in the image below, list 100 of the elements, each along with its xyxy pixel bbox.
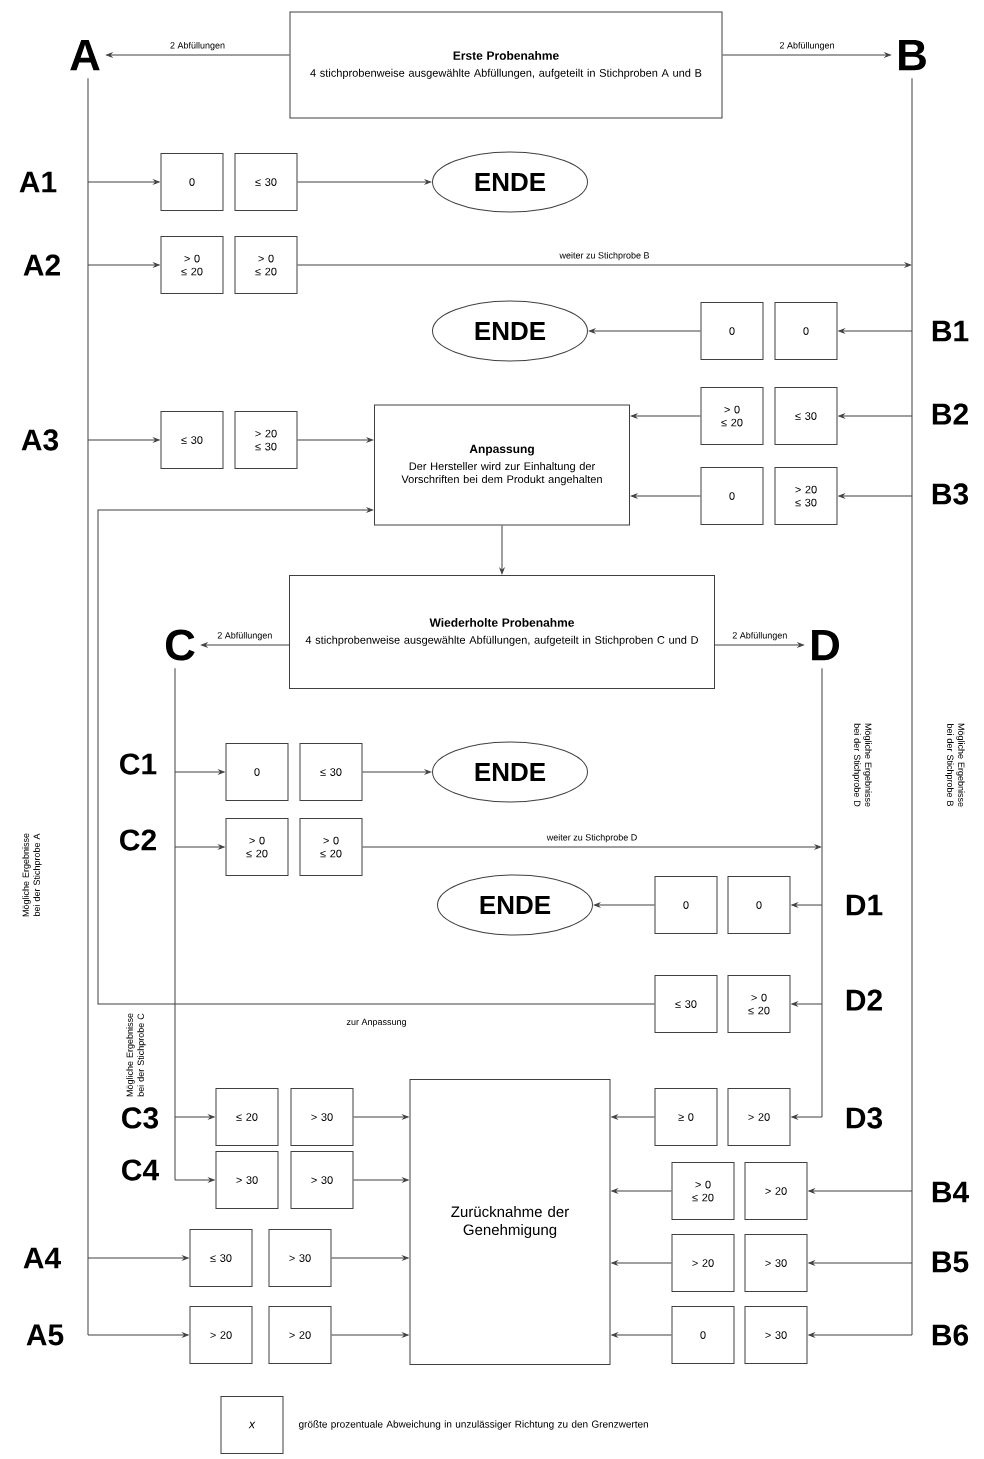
value-box: > 20 — [744, 1162, 808, 1220]
value-box: > 0 ≤ 20 — [671, 1162, 735, 1220]
arrow — [611, 1260, 672, 1266]
value-box: > 30 — [215, 1151, 279, 1209]
row-label: A4 — [23, 1247, 61, 1269]
row-label: B3 — [932, 483, 969, 505]
row-label: A5 — [26, 1324, 64, 1346]
arrow — [97, 507, 655, 1005]
arrow — [174, 1177, 215, 1183]
value-box: > 20 — [268, 1306, 332, 1364]
value-box: ≤ 30 — [189, 1229, 253, 1287]
value-box: > 30 — [744, 1306, 808, 1364]
arrow — [791, 902, 823, 908]
row-label: D2 — [846, 989, 882, 1011]
arrow — [838, 328, 913, 334]
arrow — [611, 1188, 672, 1194]
arrow — [593, 902, 655, 908]
arrow — [87, 179, 160, 185]
edge-label: zur Anpassung — [345, 1017, 408, 1029]
row-label: B2 — [932, 403, 968, 425]
value-box: > 0 ≤ 20 — [299, 818, 363, 876]
value-box: > 0 ≤ 20 — [727, 975, 791, 1033]
row-label: C2 — [120, 829, 156, 851]
value-box: 0 — [774, 302, 838, 360]
value-box: 0 — [727, 876, 791, 934]
arrow — [611, 1114, 655, 1120]
arrow — [362, 844, 822, 850]
arrow — [331, 1332, 409, 1338]
vertical-note: Mögliche Ergebnisse bei der Stichprobe B — [945, 723, 965, 807]
arrow — [722, 52, 891, 58]
arrow — [588, 328, 701, 334]
process-box: Anpassung Der Hersteller wird zur Einhaltung der Vorschriften bei dem Produkt angehalten — [374, 404, 630, 526]
arrow — [174, 1114, 215, 1120]
value-box: 0 — [225, 743, 289, 801]
value-box: > 0 ≤ 20 — [225, 818, 289, 876]
value-box: ≤ 30 — [234, 153, 298, 211]
edge-label: weiter zu Stichprobe B — [558, 250, 651, 262]
sample-letter: C — [165, 629, 195, 661]
row-label: B1 — [932, 320, 969, 342]
process-box: Zurücknahme der Genehmigung — [409, 1079, 611, 1365]
value-box: > 30 — [268, 1229, 332, 1287]
edge-label: 2 Abfüllungen — [730, 630, 789, 642]
process-box: Erste Probenahme 4 stichprobenweise ausgewählte Abfüllungen, aufgeteilt in Stichproben A und B — [289, 11, 723, 119]
arrow — [630, 413, 701, 419]
value-box: ≤ 30 — [654, 975, 718, 1033]
value-box: > 20 ≤ 30 — [774, 467, 838, 525]
value-box: > 0 ≤ 20 — [234, 236, 298, 294]
value-box: 0 — [160, 153, 224, 211]
value-box: > 30 — [290, 1151, 354, 1209]
arrow — [808, 1260, 913, 1266]
arrow — [791, 1114, 823, 1120]
value-box: ≤ 20 — [215, 1088, 279, 1146]
edge-label: 2 Abfüllungen — [215, 630, 274, 642]
row-label: D1 — [846, 894, 883, 916]
row-label: A3 — [21, 429, 59, 451]
row-label: C3 — [122, 1107, 159, 1129]
row-label: D3 — [846, 1107, 883, 1129]
sample-letter: D — [812, 629, 840, 661]
value-box: > 30 — [744, 1234, 808, 1292]
value-box: > 20 — [189, 1306, 253, 1364]
edge-label: 2 Abfüllungen — [778, 40, 836, 52]
value-box: 0 — [654, 876, 718, 934]
arrow — [106, 52, 290, 58]
arrow — [353, 1114, 409, 1120]
arrow — [297, 179, 432, 185]
arrow — [630, 493, 701, 499]
edge-label: 2 Abfüllungen — [168, 40, 227, 52]
value-box: 0 — [700, 302, 764, 360]
arrow — [87, 1332, 189, 1338]
value-box: > 0 ≤ 20 — [160, 236, 224, 294]
arrow — [838, 413, 913, 419]
sample-letter: A — [70, 39, 100, 71]
value-box: ≥ 0 — [654, 1088, 718, 1146]
vertical-note: Mögliche Ergebnisse bei der Stichprobe C — [126, 1013, 146, 1097]
arrow — [838, 493, 913, 499]
value-box: 0 — [671, 1306, 735, 1364]
arrow — [87, 1255, 189, 1261]
row-label: B6 — [932, 1324, 969, 1346]
arrow — [362, 769, 432, 775]
row-label: A1 — [19, 171, 57, 193]
arrow — [791, 1001, 823, 1007]
arrow — [808, 1332, 913, 1338]
arrow — [174, 769, 225, 775]
value-box: ≤ 30 — [299, 743, 363, 801]
value-box: > 20 — [727, 1088, 791, 1146]
value-box: 0 — [700, 467, 764, 525]
value-box: ≤ 30 — [774, 387, 838, 445]
arrow — [87, 262, 160, 268]
arrow — [714, 642, 804, 648]
process-box: Wiederholte Probenahme 4 stichprobenweise ausgewählte Abfüllungen, aufgeteilt in Stichproben C und D — [289, 575, 715, 689]
arrow — [808, 1188, 913, 1194]
arrow — [297, 437, 374, 443]
arrow — [331, 1255, 409, 1261]
edge-label: weiter zu Stichprobe D — [545, 832, 639, 844]
row-label: C4 — [122, 1159, 159, 1181]
vertical-note: Mögliche Ergebnisse bei der Stichprobe D — [852, 723, 872, 807]
arrow — [353, 1177, 409, 1183]
arrow — [87, 437, 160, 443]
value-box: > 0 ≤ 20 — [700, 387, 764, 445]
arrow — [201, 642, 290, 648]
